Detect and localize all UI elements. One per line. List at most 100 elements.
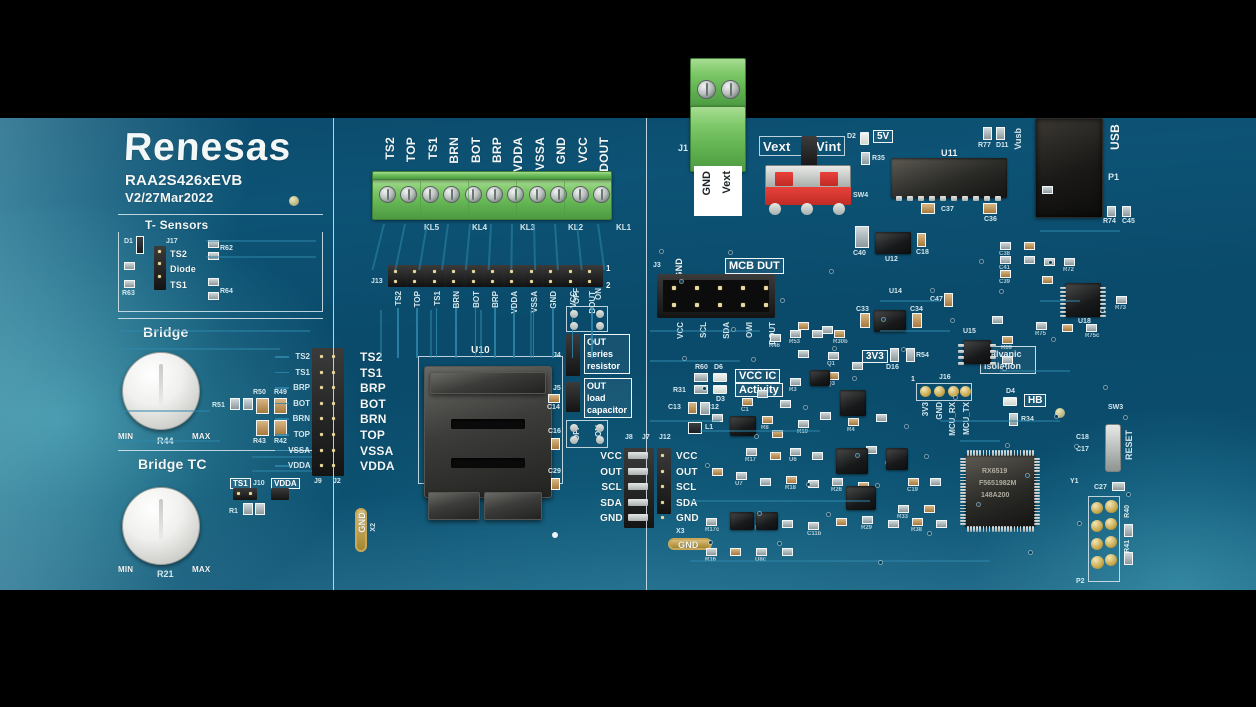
- header-j12[interactable]: [657, 448, 671, 514]
- jumper-pad-7[interactable]: [570, 436, 578, 444]
- terminal-screw-1[interactable]: [379, 186, 396, 203]
- j4-off-label: OFF: [572, 288, 581, 304]
- refdes-r60: R60: [695, 364, 708, 371]
- jumper-pad-2[interactable]: [596, 310, 604, 318]
- jumper-pad-1[interactable]: [570, 310, 578, 318]
- mcu-pin-left-9: [960, 485, 966, 488]
- smd-part-r28: [888, 520, 899, 528]
- mcu-pin-left-6: [960, 476, 966, 479]
- u18-pin-left-2: [1060, 295, 1066, 297]
- smd-part-c39: [1000, 270, 1011, 278]
- j16-pin-4[interactable]: [960, 386, 971, 397]
- p2-pin-7[interactable]: [1091, 556, 1104, 569]
- smd-part-r19: [836, 518, 847, 526]
- mcu-pin-top-12: [1004, 450, 1006, 456]
- j8-shunt-2[interactable]: [628, 467, 648, 475]
- p2-pin-5[interactable]: [1091, 538, 1103, 550]
- bridge-tc-potentiometer-r21[interactable]: [122, 487, 200, 565]
- terminal-screw-11[interactable]: [593, 186, 610, 203]
- refdes-x2: X2: [370, 523, 377, 532]
- j2-right-ts1: TS1: [360, 365, 383, 380]
- j16-pin-1[interactable]: [920, 386, 931, 397]
- mcu-pin-top-17: [1019, 450, 1022, 456]
- terminal-seam-2: [468, 178, 469, 220]
- smd-part-r15b: [730, 548, 741, 556]
- jumper-vdda[interactable]: [271, 488, 289, 500]
- refdes-c33: C33: [856, 306, 869, 313]
- jumper-pad-8[interactable]: [596, 436, 604, 444]
- p2-pin-6[interactable]: [1105, 536, 1117, 548]
- via-19: [1127, 493, 1130, 496]
- test-point-x2[interactable]: [355, 508, 367, 552]
- mcu-pin-left-17: [960, 510, 966, 513]
- j13-contact-b-2: [413, 280, 417, 283]
- j12-pin-4: [661, 500, 664, 504]
- terminal-label-vdda: VDDA: [511, 137, 526, 172]
- mcu-pin-left-3: [960, 467, 966, 470]
- sw4-actuator[interactable]: [801, 136, 817, 168]
- j13-contact-b-10: [568, 280, 572, 283]
- jumper-j5[interactable]: [566, 382, 580, 412]
- terminal-screw-2[interactable]: [400, 186, 418, 203]
- renesas-logo: Renesas: [122, 126, 293, 169]
- via-45: [925, 455, 928, 458]
- board-revision: V2/27Mar2022: [125, 190, 214, 205]
- jumper-pad-6[interactable]: [596, 424, 604, 432]
- terminal-screw-8[interactable]: [528, 186, 546, 203]
- p2-pin-2[interactable]: [1105, 500, 1118, 513]
- resistor-r1b: [255, 503, 265, 515]
- p2-pin-8[interactable]: [1105, 554, 1117, 566]
- capacitor-c29: [551, 478, 560, 490]
- terminal-screw-6[interactable]: [486, 186, 503, 203]
- smd-part-r38: [912, 518, 923, 526]
- smd-part-r75: [1036, 322, 1047, 330]
- j9-pin-a-7: [320, 448, 323, 452]
- j9-left-bot: BOT: [293, 398, 310, 408]
- jumper-j17[interactable]: [154, 246, 166, 290]
- smd-part-r73: [1116, 296, 1127, 304]
- jumper-pad-4[interactable]: [596, 322, 604, 330]
- header-j9-j2[interactable]: [312, 348, 344, 476]
- bridge-tc-max-label: MAX: [192, 565, 211, 574]
- mcu-pin-right-2: [1034, 464, 1040, 466]
- refdes-r33: R33: [897, 514, 909, 520]
- j8-shunt-1[interactable]: [628, 452, 648, 459]
- mcu-pin-bot-10: [998, 526, 1000, 532]
- via-42: [876, 484, 879, 487]
- jumper-j10[interactable]: [233, 488, 257, 500]
- terminal-screw-9[interactable]: [550, 186, 568, 203]
- switch-sw3-reset[interactable]: [1105, 424, 1121, 472]
- j1-screw-2[interactable]: [721, 80, 740, 99]
- j8-shunt-5[interactable]: [628, 514, 648, 522]
- terminal-screw-7[interactable]: [507, 186, 525, 203]
- terminal-screw-4[interactable]: [443, 186, 461, 203]
- mcu-marking-line1: RX6519: [982, 468, 1008, 475]
- refdes-d11: D11: [996, 142, 1009, 149]
- p2-pin-3[interactable]: [1091, 520, 1103, 532]
- bridge-potentiometer-r44[interactable]: [122, 352, 200, 430]
- trace-j9-7: [275, 449, 289, 452]
- u18-pin-right-2: [1100, 295, 1106, 297]
- j1-screw-1[interactable]: [697, 80, 716, 99]
- jumper-pad-3[interactable]: [570, 322, 578, 330]
- j13-shroud-8: [524, 265, 541, 287]
- pcb-trace-4: [120, 410, 210, 412]
- refdes-u7: U7: [735, 481, 743, 487]
- usb-connector-p1[interactable]: [1035, 118, 1103, 218]
- j16-pin-2[interactable]: [934, 386, 945, 397]
- jumper-pad-5[interactable]: [570, 424, 578, 432]
- j8-shunt-3[interactable]: [628, 483, 648, 491]
- mcu-pin-left-4: [960, 470, 966, 473]
- j3-pin-0-0: [672, 286, 676, 290]
- mcu-pin-left-12: [960, 495, 966, 497]
- j13-shroud-9: [544, 265, 561, 287]
- test-point-x3[interactable]: [668, 538, 712, 550]
- terminal-screw-3[interactable]: [421, 186, 439, 203]
- terminal-screw-10[interactable]: [571, 186, 589, 203]
- j8-shunt-4[interactable]: [628, 498, 648, 506]
- j13-signal-gnd: GND: [549, 291, 559, 309]
- p2-pin-4[interactable]: [1105, 518, 1117, 530]
- socket-hinge-right: [484, 492, 542, 520]
- p2-pin-1[interactable]: [1091, 502, 1103, 514]
- j16-pin-3[interactable]: [948, 386, 959, 397]
